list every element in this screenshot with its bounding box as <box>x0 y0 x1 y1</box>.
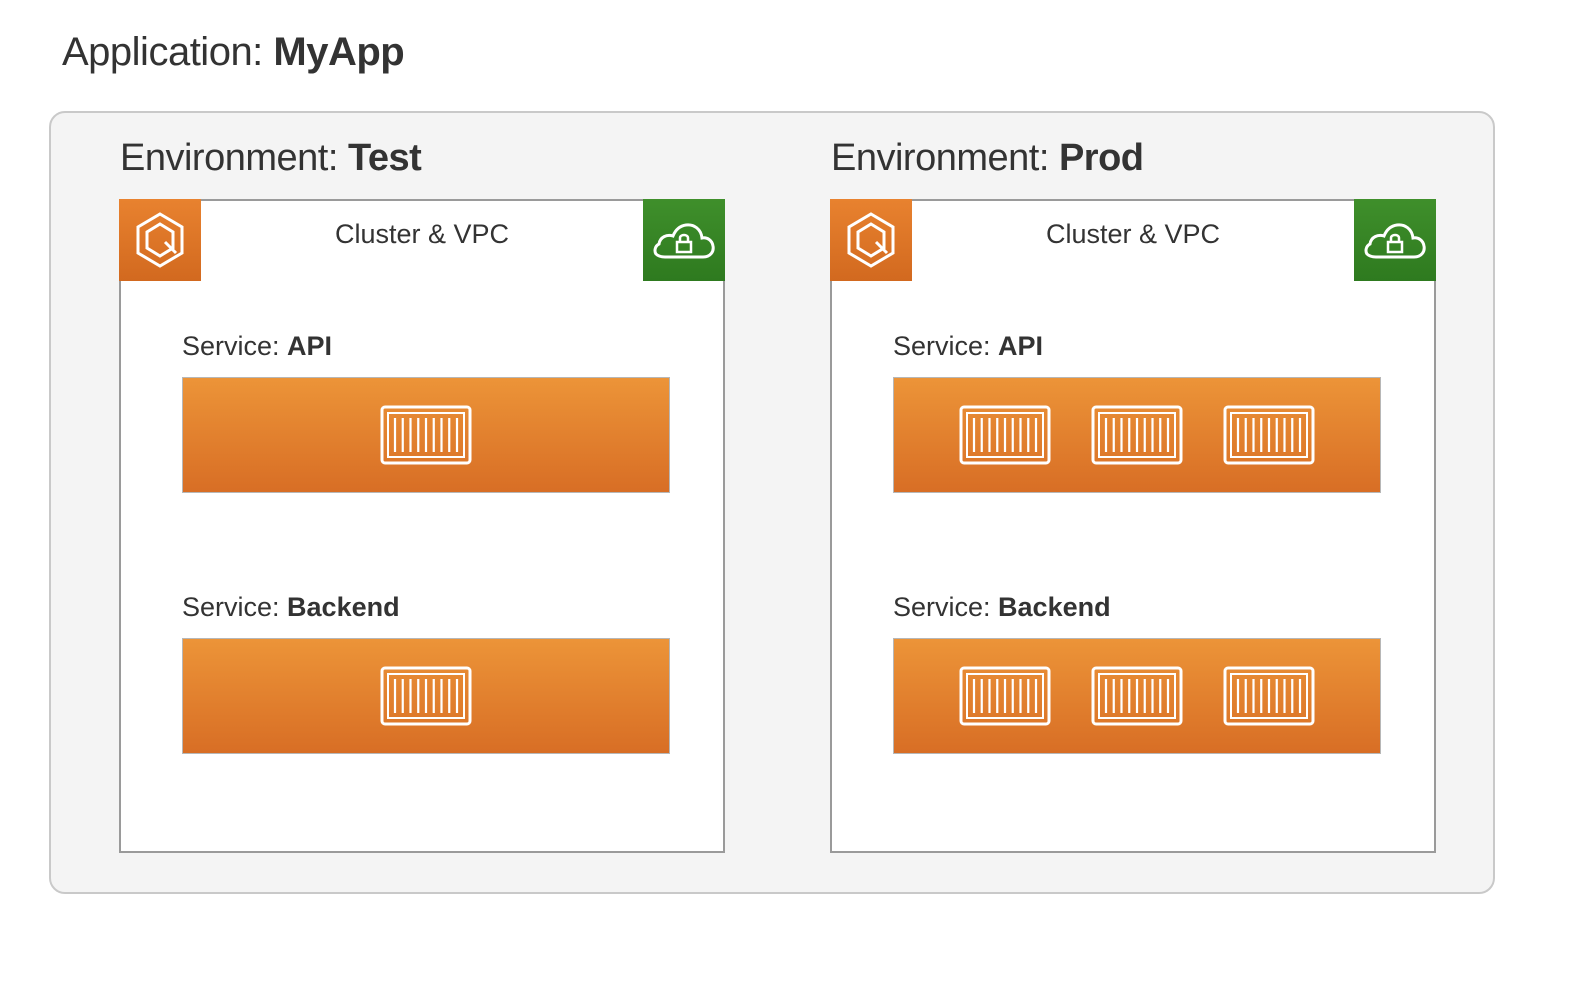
vpc-cloud-lock-icon <box>1364 223 1426 259</box>
cluster-vpc-test: Cluster & VPC Service: API Service: Back… <box>119 199 725 853</box>
service-bar-api <box>893 377 1381 493</box>
environment-name: Test <box>347 137 422 179</box>
application-title-prefix: Application: <box>62 30 274 74</box>
service-name: API <box>998 331 1044 361</box>
service-bar-backend <box>182 638 670 754</box>
container-task-icon <box>959 666 1051 726</box>
environment-title-prod: Environment: Prod <box>831 137 1144 180</box>
cluster-label: Cluster & VPC <box>1045 219 1221 249</box>
service-name: Backend <box>287 592 400 622</box>
service-bar-backend <box>893 638 1381 754</box>
vpc-badge <box>1354 199 1436 281</box>
cluster-vpc-prod: Cluster & VPC Service: API Service: Back… <box>830 199 1436 853</box>
service-name: API <box>287 331 333 361</box>
ecs-cluster-icon <box>136 212 184 268</box>
container-task-icon <box>1223 405 1315 465</box>
environment-name: Prod <box>1058 137 1144 179</box>
environment-title-prefix: Environment: <box>120 137 348 179</box>
container-task-icon <box>1223 666 1315 726</box>
ecs-cluster-badge <box>119 199 201 281</box>
service-label-backend: Service: Backend <box>182 592 400 623</box>
service-name: Backend <box>998 592 1111 622</box>
service-label-prefix: Service: <box>893 592 999 622</box>
application-name: MyApp <box>273 30 405 74</box>
ecs-cluster-icon <box>847 212 895 268</box>
ecs-cluster-badge <box>830 199 912 281</box>
service-label-api: Service: API <box>893 331 1043 362</box>
container-task-icon <box>1091 666 1183 726</box>
application-title: Application: MyApp <box>62 30 405 75</box>
container-task-icon <box>380 666 472 726</box>
service-label-prefix: Service: <box>182 592 288 622</box>
cluster-label: Cluster & VPC <box>334 219 510 249</box>
container-task-icon <box>959 405 1051 465</box>
service-label-backend: Service: Backend <box>893 592 1111 623</box>
service-label-prefix: Service: <box>182 331 288 361</box>
service-label-prefix: Service: <box>893 331 999 361</box>
environment-title-prefix: Environment: <box>831 137 1059 179</box>
vpc-badge <box>643 199 725 281</box>
container-task-icon <box>380 405 472 465</box>
vpc-cloud-lock-icon <box>653 223 715 259</box>
service-label-api: Service: API <box>182 331 332 362</box>
application-container: Environment: Test Cluster & VPC Service:… <box>49 111 1495 894</box>
service-bar-api <box>182 377 670 493</box>
environment-title-test: Environment: Test <box>120 137 422 180</box>
container-task-icon <box>1091 405 1183 465</box>
